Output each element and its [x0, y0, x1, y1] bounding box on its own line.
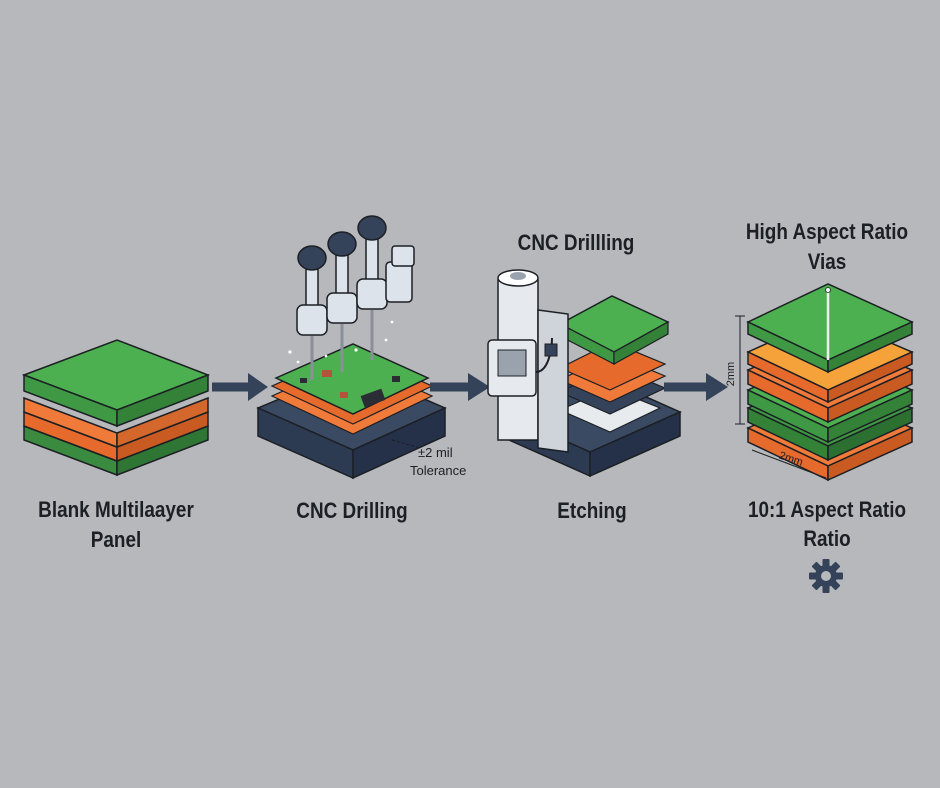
step3-top-label: CNC Drillling [517, 230, 635, 255]
via-stack [735, 283, 914, 482]
step4-top-label-line2: Vias [807, 249, 847, 274]
blank-panel-stack [21, 339, 211, 477]
step1-caption-line1: Blank Multilaayer [38, 497, 194, 522]
tolerance-value: ±2 mil [418, 445, 453, 460]
dim-vertical-label: 2mm [725, 362, 737, 386]
step4-caption-line1: 10:1 Aspect Ratio [747, 497, 907, 522]
step4-caption-line2: Ratio [803, 526, 851, 551]
right-arrow-icon [664, 373, 728, 401]
step1-caption-line2: Panel [90, 527, 142, 552]
step3-caption: Etching [557, 498, 627, 523]
step2-caption: CNC Drilling [296, 498, 408, 523]
tolerance-label: Tolerance [410, 463, 467, 478]
cnc-drilling-machine [256, 215, 447, 480]
gear-icon [809, 559, 843, 593]
right-arrow-icon [212, 373, 268, 401]
right-arrow-icon [430, 373, 490, 401]
step4-top-label-line1: High Aspect Ratio [745, 219, 909, 244]
etching-machine [487, 269, 682, 478]
